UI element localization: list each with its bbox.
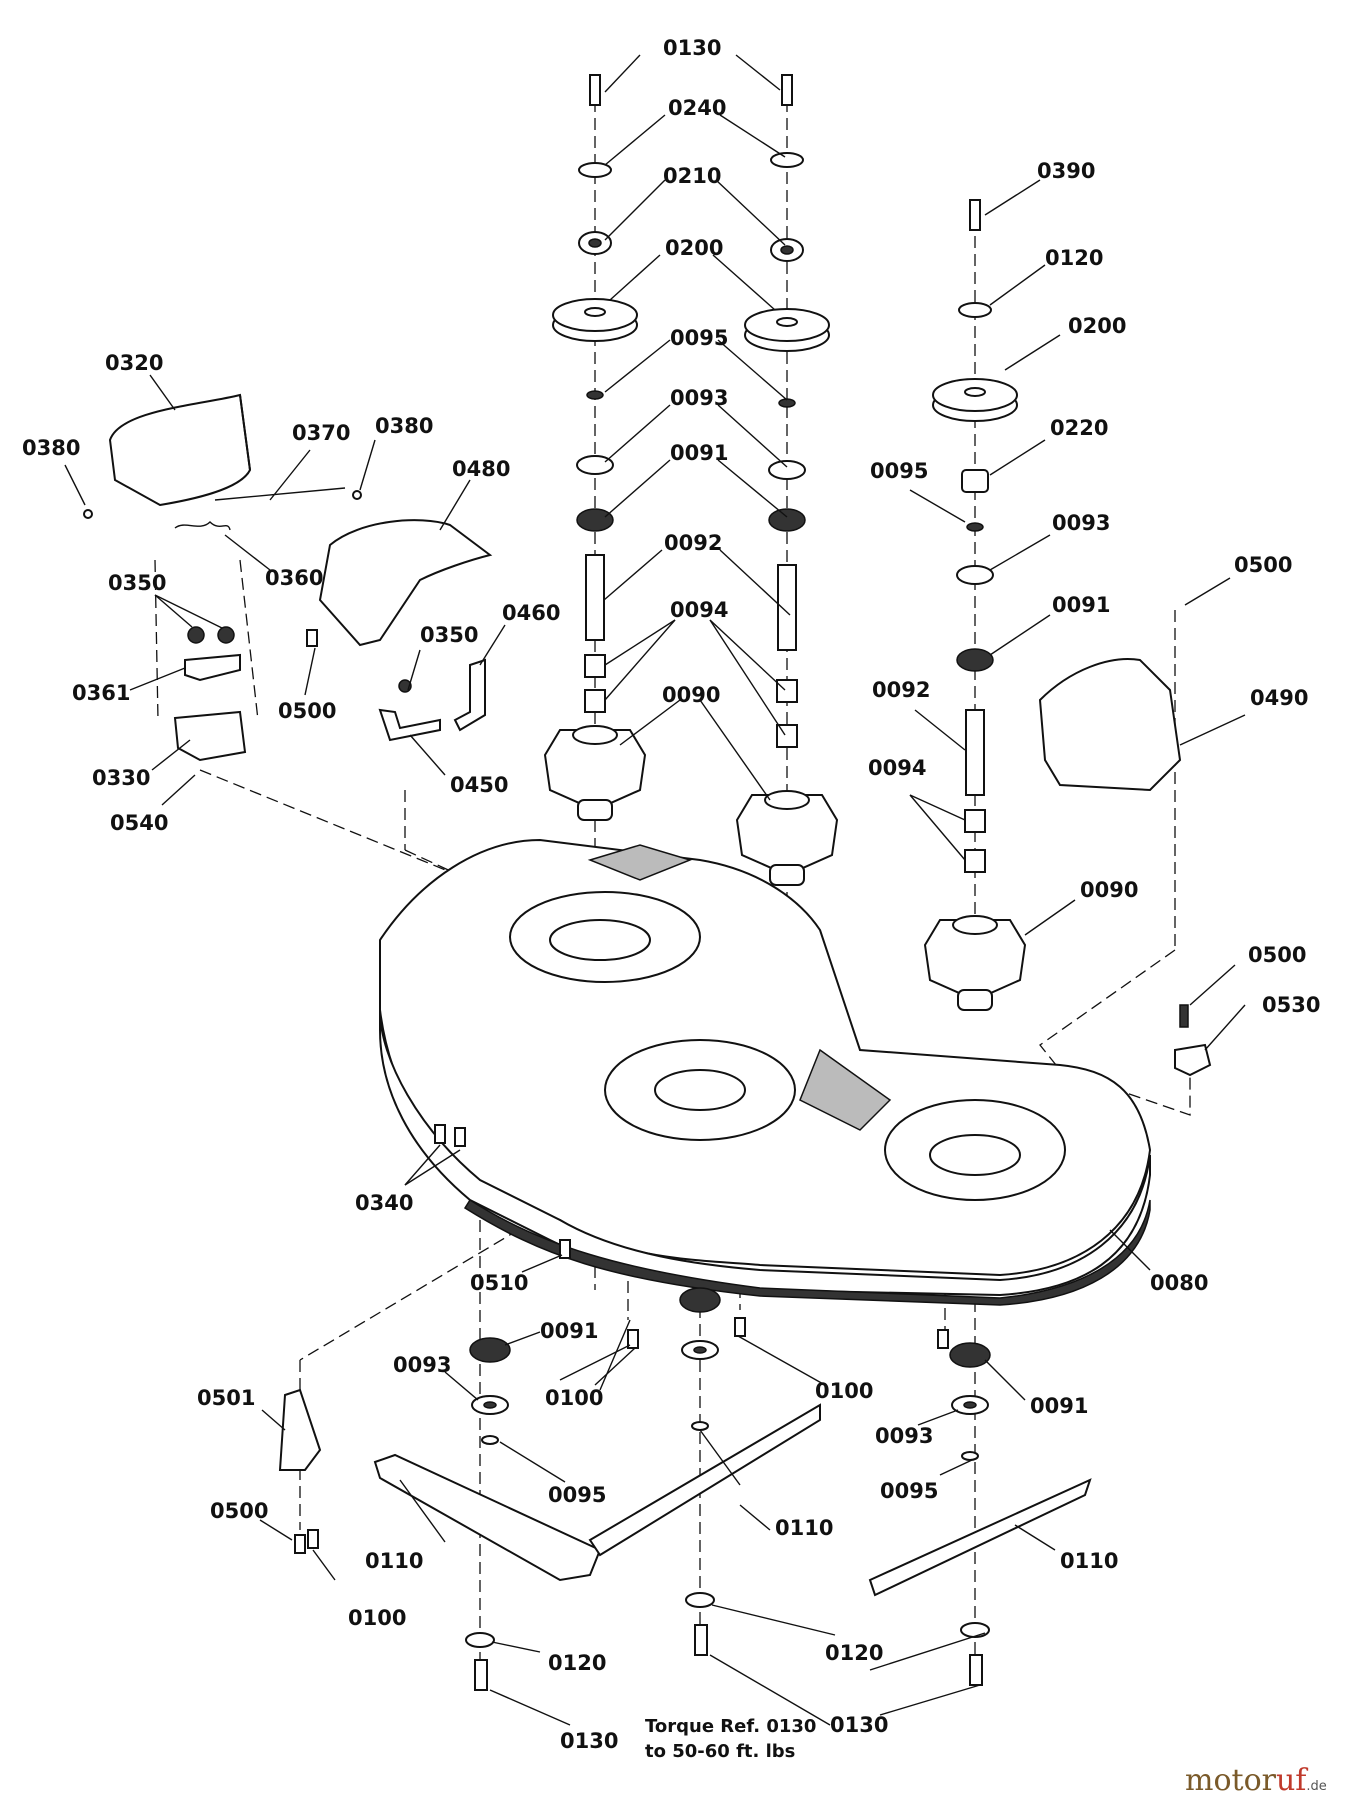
- callout-label: 0320: [105, 351, 163, 375]
- callout-label: 0094: [670, 598, 728, 622]
- deflector-bracket-0361: [173, 626, 247, 762]
- callout-label: 0380: [375, 414, 433, 438]
- callout-label: 0450: [450, 773, 508, 797]
- callout-label: 0500: [210, 1499, 268, 1523]
- callout-label: 0091: [1052, 593, 1110, 617]
- callout-label: 0380: [22, 436, 80, 460]
- callout-label: 0510: [470, 1271, 528, 1295]
- callout-label: 0500: [1234, 553, 1292, 577]
- callout-label: 0080: [1150, 1271, 1208, 1295]
- callout-label: 0130: [663, 36, 721, 60]
- callout-label: 0091: [1030, 1394, 1088, 1418]
- callout-label: 0095: [880, 1479, 938, 1503]
- torque-note-line2: to 50-60 ft. lbs: [645, 1741, 795, 1762]
- callout-label: 0100: [348, 1606, 406, 1630]
- callout-label: 0110: [775, 1516, 833, 1540]
- right-spindle-stack: [923, 199, 1027, 1011]
- callout-label: 0480: [452, 457, 510, 481]
- callout-label: 0200: [1068, 314, 1126, 338]
- callout-label: 0130: [830, 1713, 888, 1737]
- callout-label: 0350: [108, 571, 166, 595]
- callout-label: 0095: [548, 1483, 606, 1507]
- callout-label: 0210: [663, 164, 721, 188]
- callout-label: 0120: [548, 1651, 606, 1675]
- callout-label: 0120: [825, 1641, 883, 1665]
- callout-label: 0330: [92, 766, 150, 790]
- callout-label: 0500: [278, 699, 336, 723]
- center-spindle-stack: [735, 74, 839, 886]
- belt-cover-0490: [1038, 658, 1182, 792]
- plate-0530: [1174, 1004, 1212, 1077]
- svg-text:motoruf.de: motoruf.de: [1185, 1763, 1327, 1798]
- callout-label: 0530: [1262, 993, 1320, 1017]
- callout-labels: 0130 0240 0210 0200 0095 0093 0091 0092 …: [22, 36, 1320, 1753]
- callout-label: 0091: [670, 441, 728, 465]
- leader-lines: [64, 54, 1246, 1726]
- callout-label: 0220: [1050, 416, 1108, 440]
- callout-label: 0095: [870, 459, 928, 483]
- callout-label: 0100: [545, 1386, 603, 1410]
- callout-label: 0093: [1052, 511, 1110, 535]
- callout-label: 0390: [1037, 159, 1095, 183]
- torque-note-line1: Torque Ref. 0130: [645, 1716, 816, 1737]
- callout-label: 0500: [1248, 943, 1306, 967]
- watermark-logo: motoruf.de: [1185, 1763, 1327, 1798]
- callout-label: 0110: [1060, 1549, 1118, 1573]
- callout-label: 0093: [875, 1424, 933, 1448]
- callout-label: 0501: [197, 1386, 255, 1410]
- callout-label: 0095: [670, 326, 728, 350]
- mower-deck-0080: [379, 838, 1152, 1306]
- callout-label: 0460: [502, 601, 560, 625]
- brackets-0450-0460: [306, 629, 486, 742]
- callout-label: 0094: [868, 756, 926, 780]
- callout-label: 0110: [365, 1549, 423, 1573]
- callout-label: 0093: [393, 1353, 451, 1377]
- callout-label: 0370: [292, 421, 350, 445]
- callout-label: 0092: [872, 678, 930, 702]
- callout-label: 0360: [265, 566, 323, 590]
- discharge-deflector-0320: [83, 393, 362, 531]
- callout-label: 0200: [665, 236, 723, 260]
- callout-label: 0490: [1250, 686, 1308, 710]
- callout-label: 0092: [664, 531, 722, 555]
- callout-label: 0091: [540, 1319, 598, 1343]
- callout-label: 0090: [1080, 878, 1138, 902]
- callout-label: 0090: [662, 683, 720, 707]
- callout-label: 0100: [815, 1379, 873, 1403]
- callout-label: 0120: [1045, 246, 1103, 270]
- callout-label: 0361: [72, 681, 130, 705]
- deflector-shield-0480: [318, 519, 493, 647]
- callout-label: 0350: [420, 623, 478, 647]
- callout-label: 0340: [355, 1191, 413, 1215]
- callout-label: 0540: [110, 811, 168, 835]
- callout-label: 0240: [668, 96, 726, 120]
- left-spindle-stack: [543, 74, 647, 821]
- callout-label: 0093: [670, 386, 728, 410]
- callout-label: 0130: [560, 1729, 618, 1753]
